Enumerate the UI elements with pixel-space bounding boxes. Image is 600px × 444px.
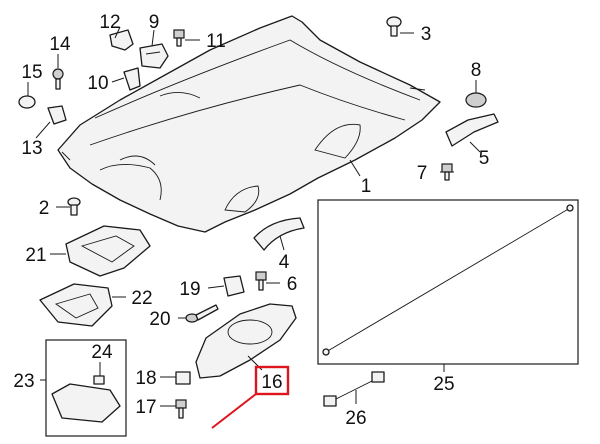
callout-10: 10 xyxy=(87,73,108,94)
callout-19: 19 xyxy=(179,279,200,300)
callout-12: 12 xyxy=(99,12,120,33)
callout-4: 4 xyxy=(279,252,290,273)
screw-part-17 xyxy=(175,399,187,419)
harness-part-26 xyxy=(323,371,385,407)
lamp-assembly-part-23 xyxy=(51,383,121,423)
grommet-part-15 xyxy=(18,95,36,109)
callout-18: 18 xyxy=(135,368,156,389)
callout-13: 13 xyxy=(21,138,42,159)
callout-7: 7 xyxy=(417,163,428,184)
callout-23: 23 xyxy=(13,371,34,392)
leader-lines xyxy=(27,26,481,407)
callout-21: 21 xyxy=(25,245,46,266)
callout-25: 25 xyxy=(433,374,454,395)
screw-part-14 xyxy=(52,68,64,90)
callout-3: 3 xyxy=(421,24,432,45)
clip-part-19 xyxy=(223,275,245,297)
screw-part-6 xyxy=(255,271,267,291)
callout-16: 16 xyxy=(261,372,282,393)
bulb-part-24 xyxy=(93,375,105,385)
clip-part-12 xyxy=(109,29,134,51)
lamp-cover-part-22 xyxy=(39,283,113,327)
headliner-part xyxy=(57,15,441,233)
screw-part-20 xyxy=(185,304,219,323)
callout-5: 5 xyxy=(479,148,490,169)
clip-part-2 xyxy=(67,197,81,216)
callout-14: 14 xyxy=(49,34,71,55)
red-pointer-arrow xyxy=(211,393,257,429)
callout-8: 8 xyxy=(471,60,482,81)
callout-17: 17 xyxy=(135,397,156,418)
sunvisor-base-part-21 xyxy=(65,225,151,277)
callout-6: 6 xyxy=(287,274,298,295)
callout-24: 24 xyxy=(91,342,113,363)
cap-part-8 xyxy=(465,92,487,108)
bracket-part-13 xyxy=(47,105,67,125)
weatherstrip-part-25 xyxy=(322,204,574,356)
bracket-part-4 xyxy=(253,217,305,251)
callout-15: 15 xyxy=(21,62,42,83)
callout-22: 22 xyxy=(131,288,152,309)
callout-20: 20 xyxy=(149,309,170,330)
clip-part-3 xyxy=(386,16,402,37)
highlight-box xyxy=(254,365,290,396)
sunvisor-part-16 xyxy=(195,303,297,379)
callout-1: 1 xyxy=(361,176,372,197)
callout-11: 11 xyxy=(206,31,226,52)
bushing-part-18 xyxy=(175,371,191,385)
clip-part-10 xyxy=(123,67,141,91)
grab-handle-part-9 xyxy=(139,43,169,69)
callout-9: 9 xyxy=(149,12,160,33)
callout-labels: 12 9 11 10 14 15 13 3 8 5 7 1 2 21 22 4 … xyxy=(13,12,489,429)
inset-panel-25 xyxy=(317,199,579,365)
callout-2: 2 xyxy=(39,198,50,219)
screw-part-11 xyxy=(173,29,185,47)
callout-26: 26 xyxy=(345,408,366,429)
highlighted-callout-16: 16 xyxy=(211,365,290,429)
grab-handle-part-5 xyxy=(445,113,499,147)
